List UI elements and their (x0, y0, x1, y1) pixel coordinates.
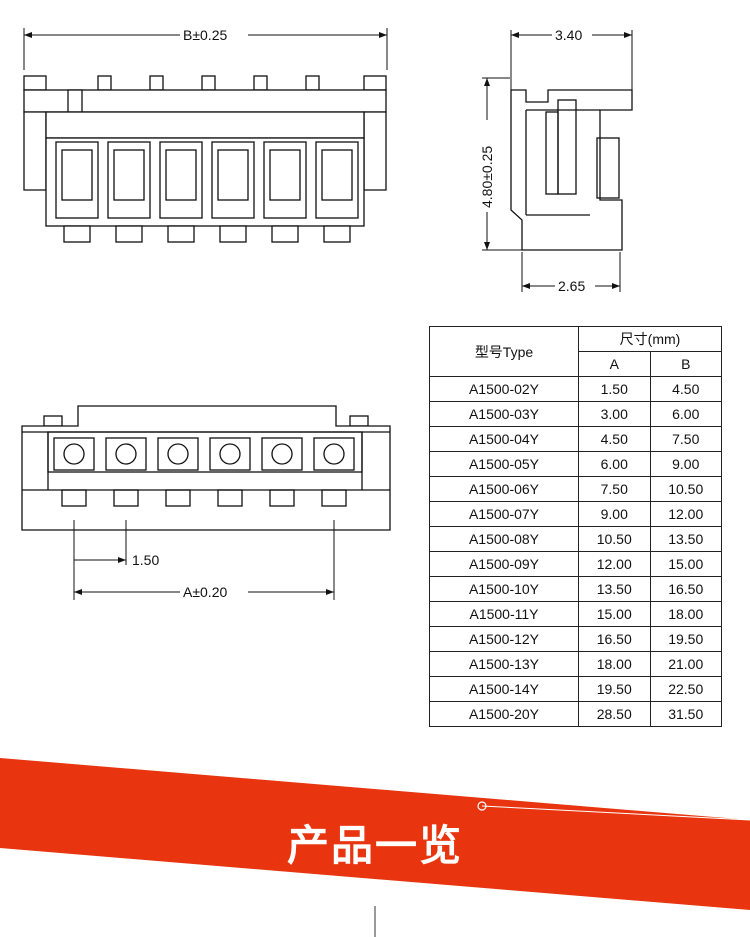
col-b-header: B (649, 351, 722, 377)
b-cell: 12.00 (649, 501, 722, 527)
model-cell: A1500-12Y (429, 626, 579, 652)
model-cell: A1500-13Y (429, 651, 579, 677)
type-header: 型号Type (429, 326, 579, 377)
a-cell: 12.00 (578, 551, 651, 577)
b-cell: 13.50 (649, 526, 722, 552)
banner-background (0, 758, 750, 937)
model-cell: A1500-04Y (429, 426, 579, 452)
a-cell: 9.00 (578, 501, 651, 527)
b-cell: 15.00 (649, 551, 722, 577)
a-cell: 15.00 (578, 601, 651, 627)
a-cell: 10.50 (578, 526, 651, 552)
size-header: 尺寸(mm) (578, 326, 722, 352)
dim-b-label: B±0.25 (183, 27, 227, 43)
model-cell: A1500-11Y (429, 601, 579, 627)
dim-pitch-label: 1.50 (132, 552, 159, 568)
b-cell: 22.50 (649, 676, 722, 702)
a-cell: 3.00 (578, 401, 651, 427)
model-cell: A1500-20Y (429, 701, 579, 727)
dim-width-label: 3.40 (555, 27, 582, 43)
model-cell: A1500-02Y (429, 376, 579, 402)
a-cell: 18.00 (578, 651, 651, 677)
b-cell: 6.00 (649, 401, 722, 427)
dim-a-label: A±0.20 (183, 584, 227, 600)
b-cell: 4.50 (649, 376, 722, 402)
bottom-view-drawing (21, 405, 391, 600)
a-cell: 16.50 (578, 626, 651, 652)
a-cell: 7.50 (578, 476, 651, 502)
model-cell: A1500-05Y (429, 451, 579, 477)
b-cell: 18.00 (649, 601, 722, 627)
a-cell: 28.50 (578, 701, 651, 727)
b-cell: 21.00 (649, 651, 722, 677)
model-cell: A1500-10Y (429, 576, 579, 602)
model-cell: A1500-03Y (429, 401, 579, 427)
a-cell: 4.50 (578, 426, 651, 452)
b-cell: 7.50 (649, 426, 722, 452)
b-cell: 19.50 (649, 626, 722, 652)
col-a-header: A (578, 351, 651, 377)
dim-height-label: 4.80±0.25 (479, 146, 495, 208)
a-cell: 13.50 (578, 576, 651, 602)
model-cell: A1500-08Y (429, 526, 579, 552)
dim-depth-label: 2.65 (558, 278, 585, 294)
front-view-drawing (23, 28, 388, 243)
model-cell: A1500-06Y (429, 476, 579, 502)
b-cell: 16.50 (649, 576, 722, 602)
model-cell: A1500-09Y (429, 551, 579, 577)
banner-title: 产品一览 (286, 821, 463, 870)
a-cell: 1.50 (578, 376, 651, 402)
a-cell: 6.00 (578, 451, 651, 477)
a-cell: 19.50 (578, 676, 651, 702)
model-cell: A1500-14Y (429, 676, 579, 702)
side-view-drawing (482, 30, 633, 292)
b-cell: 31.50 (649, 701, 722, 727)
b-cell: 10.50 (649, 476, 722, 502)
b-cell: 9.00 (649, 451, 722, 477)
model-cell: A1500-07Y (429, 501, 579, 527)
